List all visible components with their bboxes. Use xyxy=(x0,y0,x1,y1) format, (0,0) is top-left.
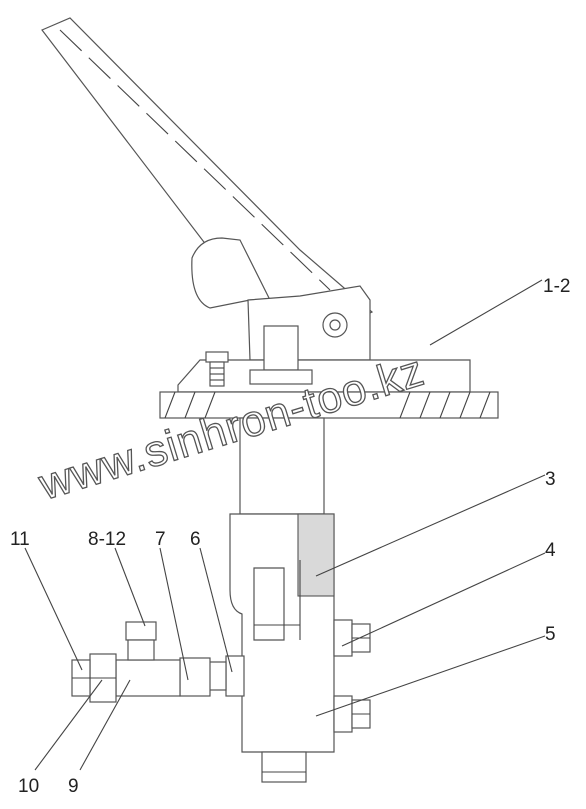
bottom-plug xyxy=(261,751,307,783)
callout-4: 4 xyxy=(545,540,556,561)
switch-block xyxy=(249,325,313,385)
side-pipe-assembly xyxy=(71,621,245,703)
adjusting-bolt xyxy=(205,351,229,387)
callout-5: 5 xyxy=(545,624,556,645)
callout-3: 3 xyxy=(545,469,556,490)
callout-11: 11 xyxy=(10,529,30,550)
callout-8-12: 8-12 xyxy=(88,529,126,550)
callout-labels: 1-2 3 4 5 6 7 8-12 11 10 9 xyxy=(10,276,570,797)
callout-6: 6 xyxy=(190,529,201,550)
callout-9: 9 xyxy=(68,776,79,797)
valve-body xyxy=(229,513,335,753)
fitting-5 xyxy=(333,695,371,733)
callout-7: 7 xyxy=(155,529,166,550)
callout-1-2: 1-2 xyxy=(543,276,570,297)
leader-lines xyxy=(24,279,546,771)
fitting-4 xyxy=(333,619,371,657)
cylinder-tube xyxy=(239,417,325,515)
callout-10: 10 xyxy=(18,776,39,797)
